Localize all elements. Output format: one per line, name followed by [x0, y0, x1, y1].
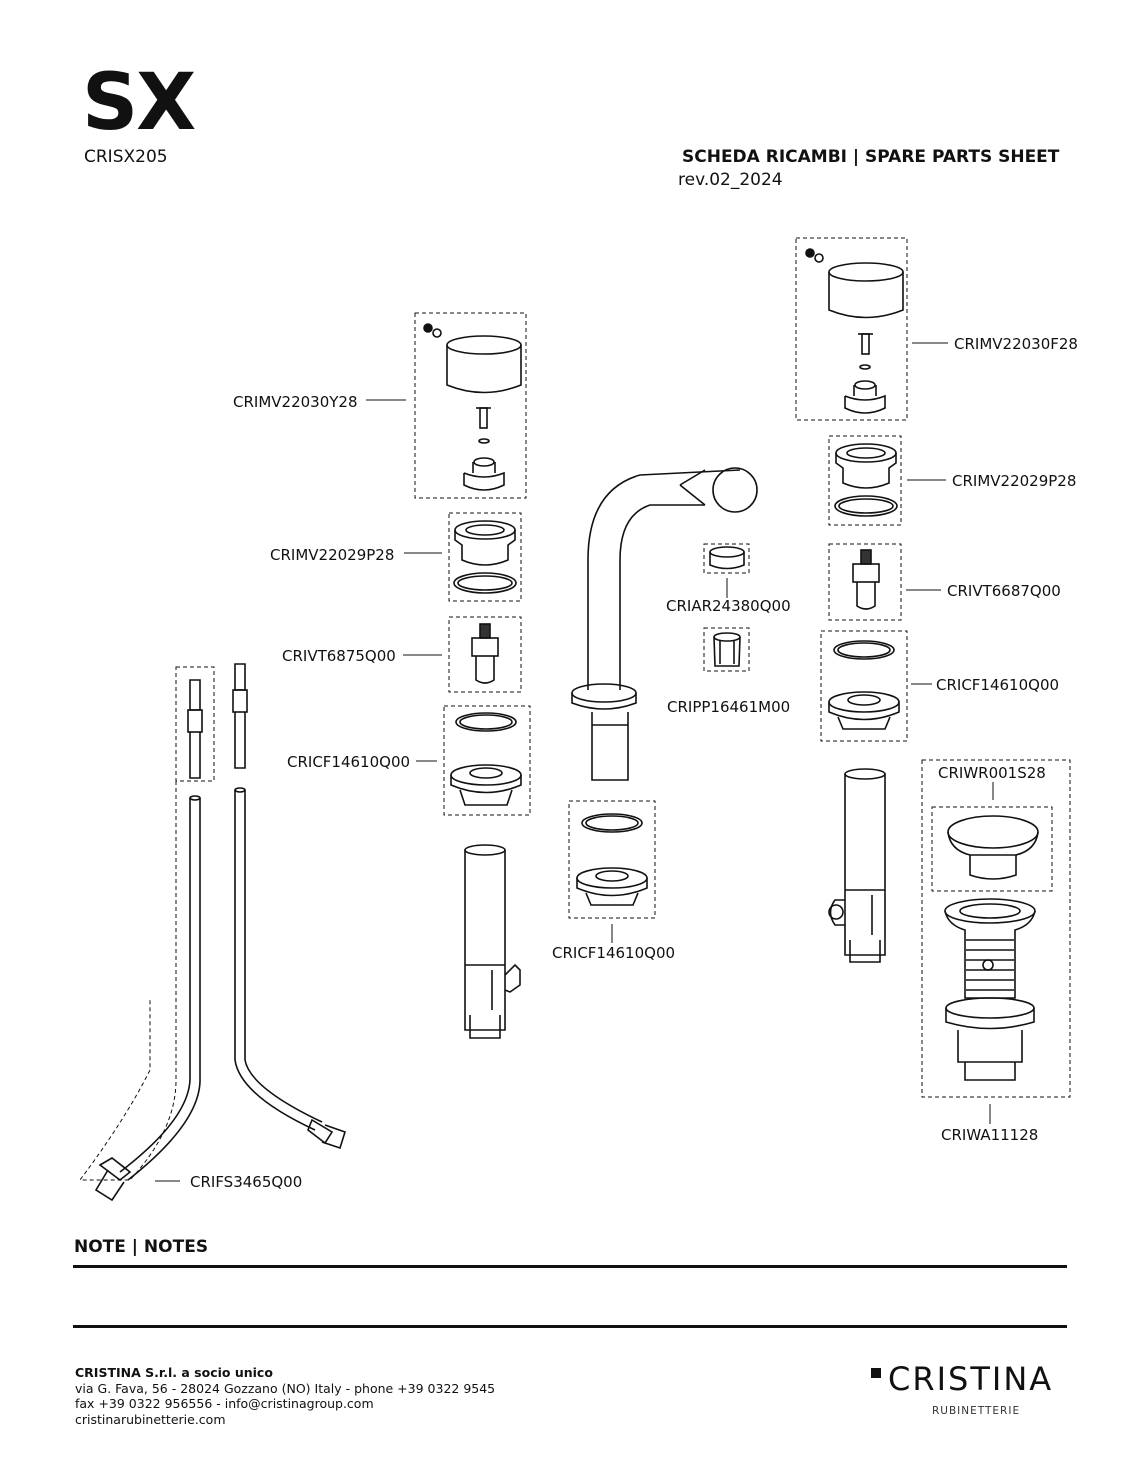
- center-flange: [576, 813, 648, 906]
- part-group-boxes: [79, 237, 1071, 1181]
- sheet-title: SCHEDA RICAMBI | SPARE PARTS SHEET: [682, 147, 1060, 167]
- leader-lines: [155, 342, 994, 1182]
- left-cartridge: [471, 623, 499, 684]
- left-flange: [450, 712, 522, 806]
- right-handle-assembly: [805, 248, 904, 414]
- footer-website: cristinarubinetterie.com: [75, 1411, 226, 1427]
- left-gland: [453, 520, 517, 594]
- part-label-crimv22030y28: CRIMV22030Y28: [233, 393, 358, 411]
- part-label-crivt6687q00: CRIVT6687Q00: [947, 582, 1061, 600]
- waste-body: [944, 898, 1036, 1081]
- notes-top-rule: [73, 1265, 1067, 1268]
- right-flange: [828, 640, 900, 730]
- part-label-crimv22029p28-right: CRIMV22029P28: [952, 472, 1077, 490]
- brand-subtitle: RUBINETTERIE: [932, 1405, 1021, 1417]
- notes-bottom-rule: [73, 1325, 1067, 1328]
- part-label-crimv22030f28: CRIMV22030F28: [954, 335, 1078, 353]
- part-label-crivt6875q00: CRIVT6875Q00: [282, 647, 396, 665]
- revision: rev.02_2024: [678, 170, 783, 190]
- aerator: [709, 546, 745, 570]
- footer-contact-line: fax +39 0322 956556 - info@cristinagroup…: [75, 1396, 374, 1411]
- spout-body: [571, 467, 758, 781]
- right-shank: [828, 768, 886, 963]
- part-label-cricf14610q00-center: CRICF14610Q00: [552, 944, 676, 962]
- flexible-hoses: [94, 663, 346, 1202]
- brand-logo-square-icon: [871, 1368, 881, 1378]
- notes-heading: NOTE | NOTES: [74, 1237, 209, 1257]
- part-label-criwr001s28: CRIWR001S28: [938, 764, 1046, 782]
- flow-plug: [713, 632, 741, 667]
- part-label-cricf14610q00-left: CRICF14610Q00: [287, 753, 411, 771]
- part-label-crimv22029p28-left: CRIMV22029P28: [270, 546, 395, 564]
- footer-address: via G. Fava, 56 - 28024 Gozzano (NO) Ita…: [75, 1380, 496, 1396]
- part-label-criwa11128: CRIWA11128: [941, 1126, 1039, 1144]
- left-handle-assembly: [423, 323, 522, 491]
- part-label-crifs3465q00: CRIFS3465Q00: [190, 1173, 303, 1191]
- part-label-criar24380q00: CRIAR24380Q00: [666, 597, 791, 615]
- footer-contact: CRISTINA S.r.l. a socio unico via G. Fav…: [75, 1365, 495, 1427]
- right-cartridge: [852, 549, 880, 610]
- footer-company: CRISTINA S.r.l. a socio unico: [75, 1365, 273, 1380]
- right-gland: [834, 443, 898, 517]
- product-code: CRISX205: [84, 147, 168, 167]
- left-shank: [464, 844, 521, 1039]
- part-label-cripp16461m00: CRIPP16461M00: [667, 698, 791, 716]
- waste-cap: [947, 815, 1039, 880]
- part-label-cricf14610q00-right: CRICF14610Q00: [936, 676, 1060, 694]
- brand-name: CRISTINA: [888, 1360, 1054, 1398]
- product-title: SX: [82, 58, 196, 148]
